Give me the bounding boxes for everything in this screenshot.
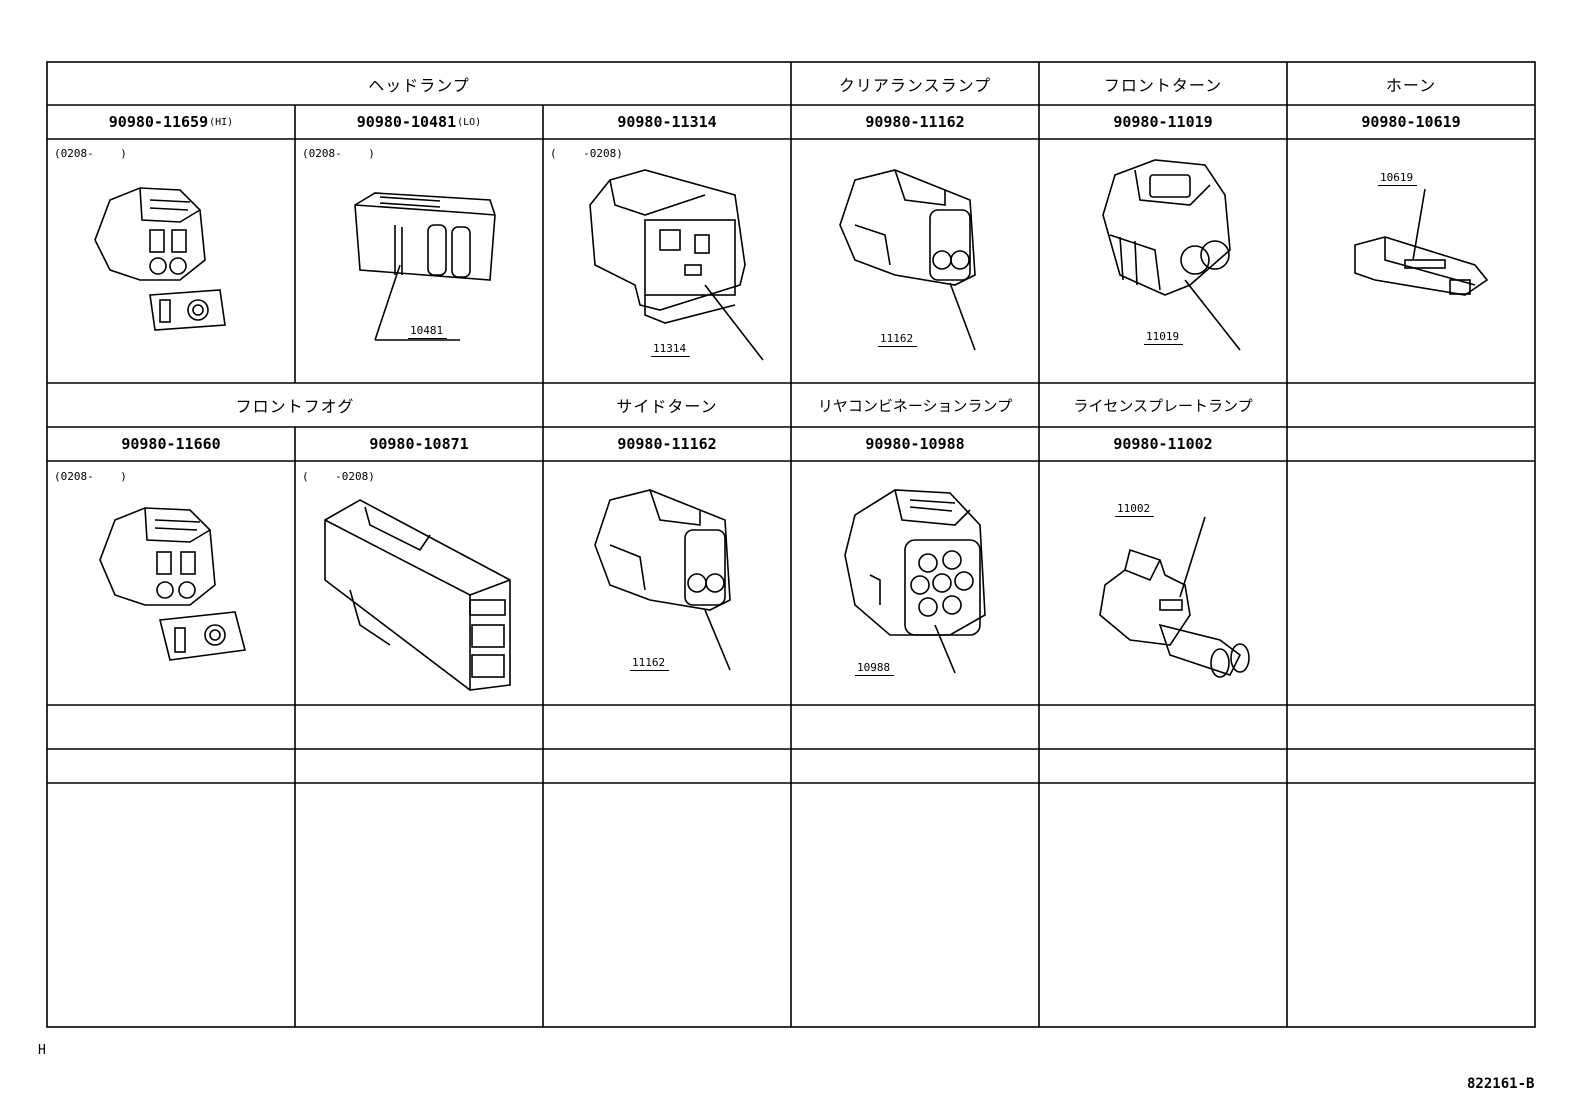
header-side-turn: サイドターン — [616, 397, 718, 416]
header-horn: ホーン — [1385, 75, 1437, 95]
callout-label: 11002 — [1115, 502, 1155, 517]
callout-label: 11162 — [630, 656, 670, 671]
callout-label: 10481 — [408, 324, 448, 339]
connector-drawing-10871 — [320, 495, 520, 699]
header-front-turn: フロントターン — [1103, 75, 1223, 95]
part-number: 90980-11659(HI) — [108, 113, 234, 131]
date-range: (0208- ) — [54, 470, 127, 483]
callout-label: 11162 — [878, 332, 918, 347]
connector-drawing-10481 — [350, 185, 510, 349]
drawing-number: 822161-B — [1467, 1076, 1535, 1092]
part-number: 90980-10988 — [865, 435, 965, 453]
connector-drawing-11019 — [1095, 155, 1255, 359]
part-number: 90980-11162 — [865, 113, 965, 131]
connector-drawing-10988 — [840, 485, 1000, 689]
header-front-fog: フロントフオグ — [235, 397, 355, 416]
part-number: 90980-10619 — [1361, 113, 1461, 131]
part-number: 90980-10871 — [369, 435, 469, 453]
part-number: 90980-11019 — [1113, 113, 1213, 131]
connector-drawing-11002 — [1090, 515, 1260, 689]
callout-label: 10619 — [1378, 171, 1418, 186]
callout-label: 11314 — [651, 342, 691, 357]
date-range: ( -0208) — [302, 470, 375, 483]
date-range: (0208- ) — [302, 147, 375, 160]
part-number: 90980-11162 — [617, 435, 717, 453]
connector-drawing-11314 — [585, 165, 770, 369]
connector-drawing-11659 — [80, 180, 250, 344]
part-number: 90980-11660 — [121, 435, 221, 453]
connector-drawing-11162-side — [590, 485, 740, 679]
callout-label: 10988 — [855, 661, 895, 676]
header-rear-combination-lamp: リヤコンビネーションランプ — [817, 396, 1013, 415]
sheet-mark: H — [38, 1043, 46, 1058]
part-number: 90980-11314 — [617, 113, 717, 131]
date-range: (0208- ) — [54, 147, 127, 160]
connector-drawing-10619 — [1345, 185, 1495, 329]
part-number: 90980-11002 — [1113, 435, 1213, 453]
connector-drawing-11660 — [85, 500, 260, 674]
date-range: ( -0208) — [550, 147, 623, 160]
header-headlamp: ヘッドランプ — [368, 75, 470, 95]
header-license-plate-lamp: ライセンスプレートランプ — [1073, 396, 1253, 415]
header-clearance-lamp: クリアランスランプ — [838, 75, 992, 95]
part-number: 90980-10481(LO) — [356, 113, 482, 131]
connector-drawing-11162 — [835, 165, 985, 359]
callout-label: 11019 — [1144, 330, 1184, 345]
